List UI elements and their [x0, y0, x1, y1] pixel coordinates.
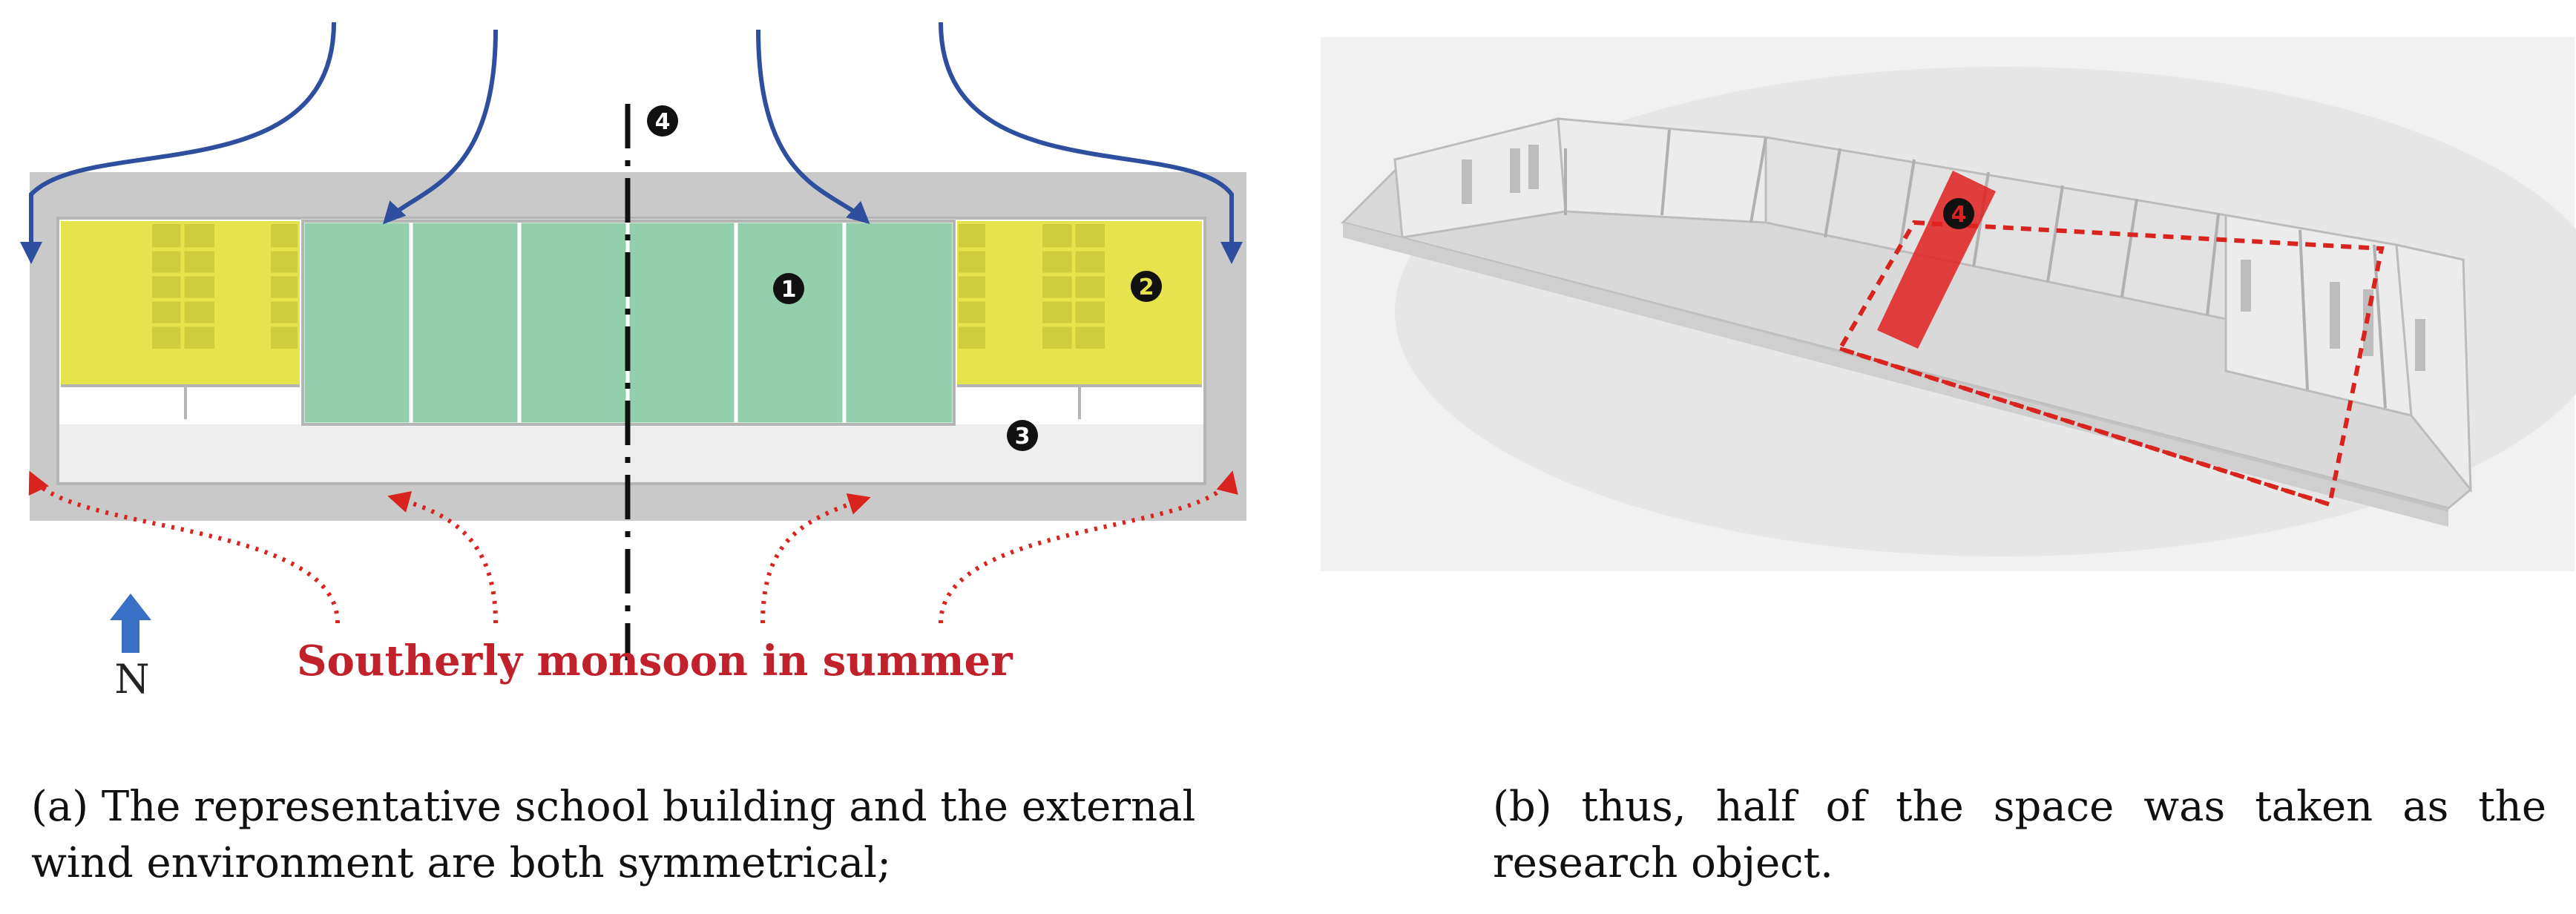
west-toilet-zone — [61, 221, 300, 419]
marker-4-plan: 4 — [647, 105, 678, 137]
caption-b: (b) thus, half of the space was taken as… — [1493, 783, 2546, 887]
research-region-outline — [1836, 220, 2385, 507]
marker-4-model: 4 — [1943, 198, 1974, 229]
north-label: N — [114, 656, 149, 703]
east-toilet-zone — [957, 221, 1202, 419]
north-arrow-icon: N — [110, 594, 151, 703]
model-toilet-stalls — [1462, 145, 2425, 371]
svg-text:2: 2 — [1139, 274, 1154, 300]
model-walls — [1393, 117, 2472, 493]
wind-label: Southerly monsoon in summer — [297, 637, 1013, 686]
svg-text:4: 4 — [655, 109, 671, 135]
svg-text:3: 3 — [1015, 424, 1031, 450]
marker-2-toilet: 2 — [1131, 271, 1162, 302]
svg-text:1: 1 — [781, 277, 797, 303]
marker-1-classroom: 1 — [773, 273, 804, 304]
plan-panel: 4 1 2 3 N — [20, 22, 1246, 703]
model-corridor-wall — [1343, 223, 2448, 527]
marker-3-corridor: 3 — [1007, 420, 1038, 451]
south-wind-arrows — [28, 470, 1238, 624]
model-panel: 4 — [1321, 37, 2576, 571]
caption-a: (a) The representative school building a… — [31, 783, 1196, 887]
model-partitions — [1564, 129, 2387, 409]
classroom-block — [300, 219, 956, 427]
north-wind-arrows — [20, 22, 1243, 264]
svg-text:4: 4 — [1951, 202, 1967, 228]
